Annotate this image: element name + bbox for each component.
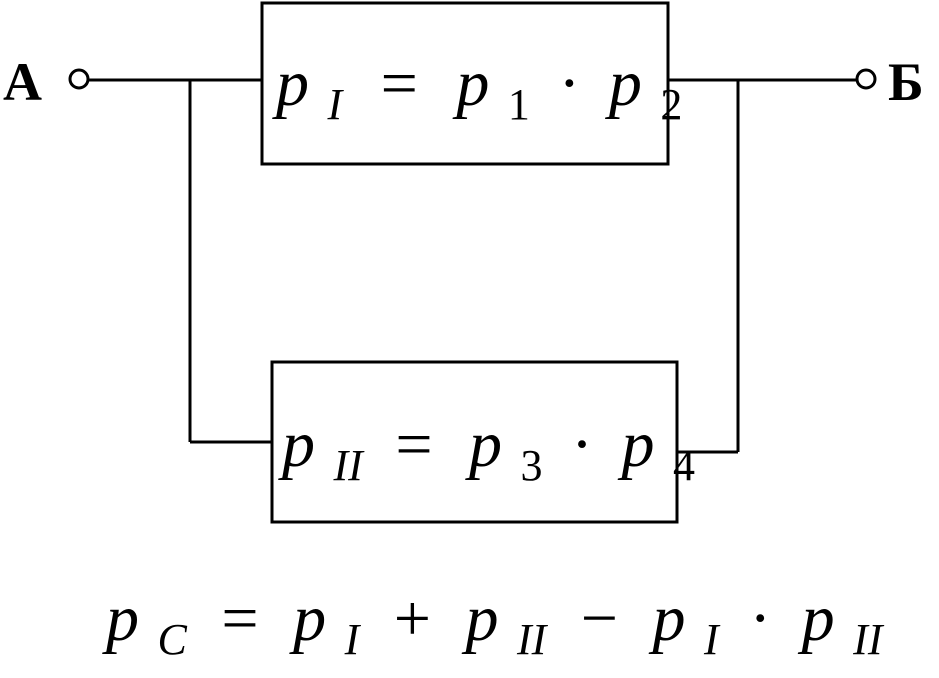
top-block-frame xyxy=(260,1,670,166)
top-rhs-1-sub: 1 xyxy=(508,80,530,129)
wiring xyxy=(88,78,858,454)
bottom-eq: = xyxy=(395,408,432,481)
bottom-rhs-2-var: p xyxy=(618,408,655,481)
formula-eq: = xyxy=(221,582,258,655)
formula-lhs-var: p xyxy=(102,582,139,655)
formula-t1-sub: I xyxy=(344,615,362,664)
bottom-rhs-1-sub: 3 xyxy=(521,441,543,490)
bottom-block-formula: p II = p 3 · p 4 xyxy=(278,408,695,495)
formula-t1-var: p xyxy=(289,582,326,655)
input-terminal xyxy=(68,68,90,90)
formula-t4-var: p xyxy=(798,582,835,655)
top-dot: · xyxy=(558,47,580,120)
bottom-rhs-2-sub: 4 xyxy=(673,441,695,490)
formula-t4-sub: II xyxy=(852,615,885,664)
top-rhs-1-var: p xyxy=(452,47,489,120)
top-rhs-2-sub: 2 xyxy=(660,80,682,129)
formula-t3-sub: I xyxy=(703,615,721,664)
formula-t2-var: p xyxy=(461,582,498,655)
bottom-lhs-sub: II xyxy=(333,441,366,490)
bottom-rhs-1-var: p xyxy=(465,408,502,481)
formula-t2-sub: II xyxy=(516,615,549,664)
formula-plus: + xyxy=(394,582,431,655)
formula-t3-var: p xyxy=(649,582,686,655)
bottom-lhs-var: p xyxy=(278,408,315,481)
bottom-block-frame xyxy=(270,360,679,524)
top-lhs-sub: I xyxy=(327,80,345,129)
bottom-block: p II = p 3 · p 4 xyxy=(270,360,695,524)
formula-dot: · xyxy=(749,582,771,655)
top-lhs-var: p xyxy=(272,47,309,120)
input-node-label: A xyxy=(3,52,42,112)
top-block: p I = p 1 · p 2 xyxy=(260,1,682,166)
output-terminal xyxy=(855,68,877,90)
top-eq: = xyxy=(381,47,418,120)
top-rhs-2-var: p xyxy=(605,47,642,120)
bottom-dot: · xyxy=(571,408,593,481)
system-probability-formula: p C = p I + p II − p I · p II xyxy=(102,582,885,669)
formula-minus: − xyxy=(581,582,618,655)
formula-lhs-sub: C xyxy=(158,615,188,664)
output-node-label: Б xyxy=(888,52,924,112)
top-block-formula: p I = p 1 · p 2 xyxy=(272,47,682,134)
